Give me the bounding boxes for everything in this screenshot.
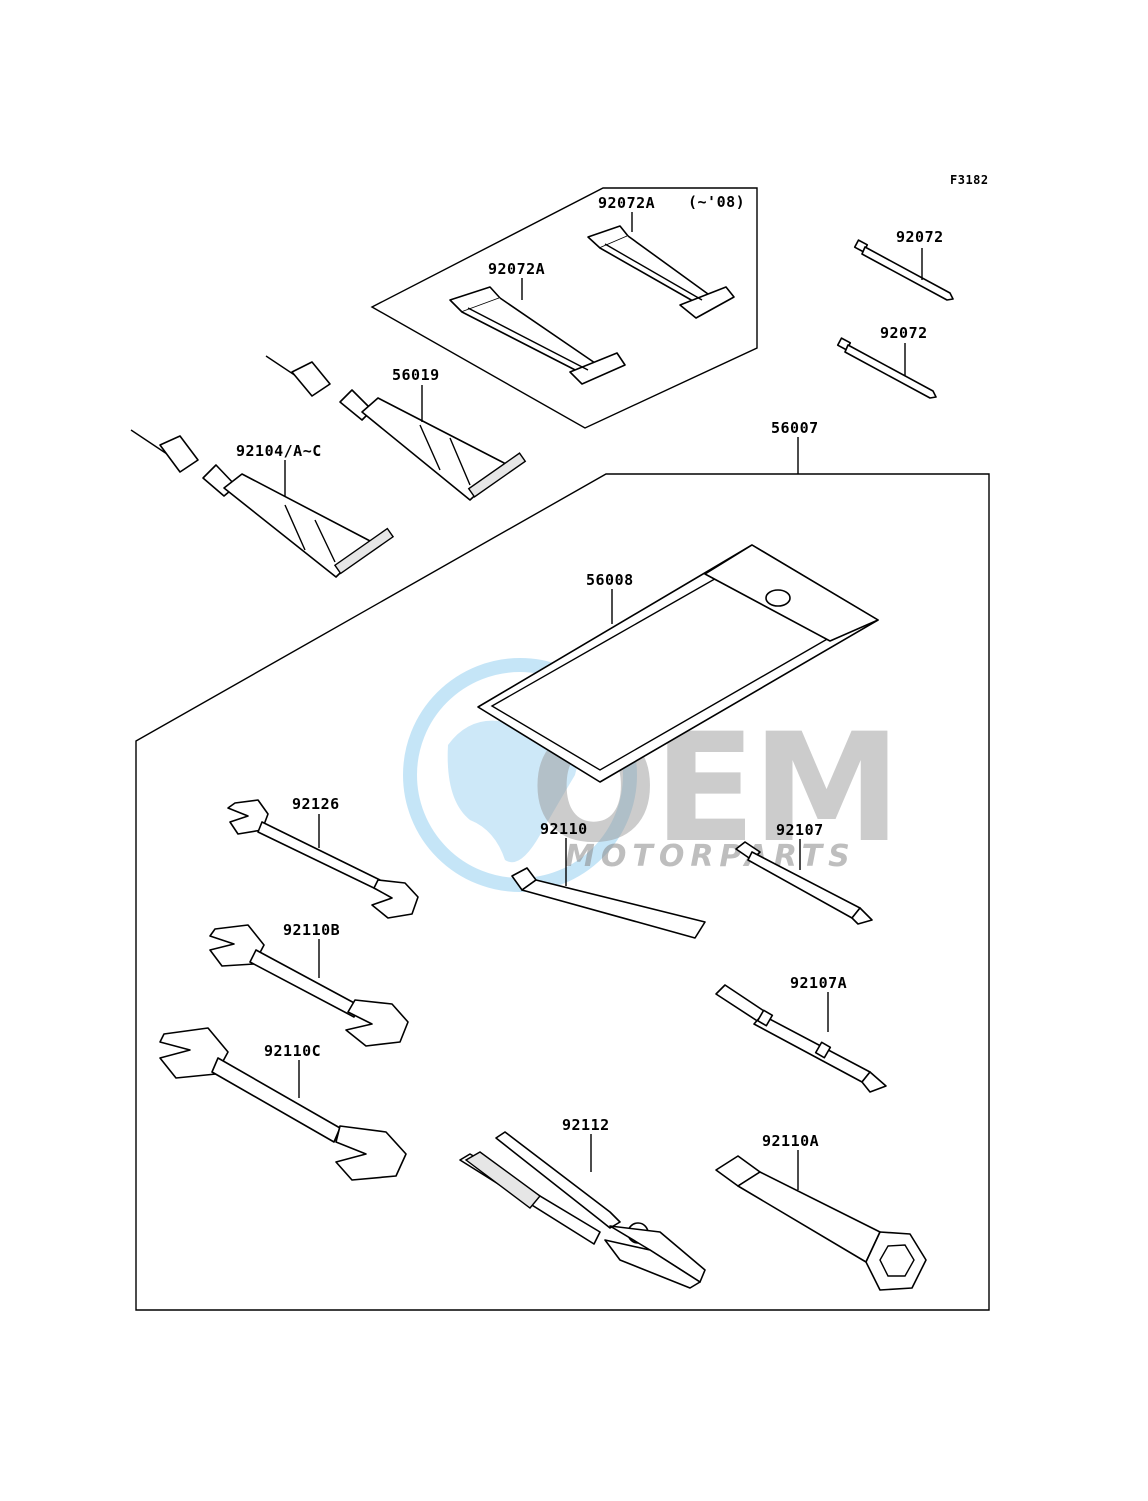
label-toolkit: 56007 — [771, 419, 819, 437]
screwdriver-92107a — [715, 984, 887, 1093]
wrench-92126 — [227, 799, 419, 919]
label-tool-case: 56008 — [586, 571, 634, 589]
label-strap-upper-note: (~'08) — [688, 193, 745, 211]
figure-code: F3182 — [950, 173, 989, 187]
label-tube-56019: 56019 — [392, 366, 440, 384]
hex-key — [511, 867, 706, 939]
watermark-sub: MOTORPARTS — [565, 839, 856, 874]
wrench-92110c — [159, 1027, 407, 1181]
toolkit-box — [135, 473, 990, 1311]
screwdriver-92107 — [735, 841, 873, 925]
label-hex-key: 92110 — [540, 820, 588, 838]
wrench-92110b — [209, 924, 409, 1047]
label-wrench-92110b: 92110B — [283, 921, 340, 939]
label-strap-upper: 92072A — [598, 194, 655, 212]
cable-band-upper — [853, 239, 954, 301]
label-screwdriver-92107a: 92107A — [790, 974, 847, 992]
rubber-strap-upper — [587, 225, 735, 319]
tool-case — [477, 544, 879, 783]
strap-group-box — [370, 187, 758, 429]
pliers — [459, 1131, 706, 1289]
label-wrench-92110c: 92110C — [264, 1042, 321, 1060]
socket-wrench — [715, 1155, 927, 1291]
grease-tube-56019 — [265, 355, 527, 501]
label-socket-wrench: 92110A — [762, 1132, 819, 1150]
grease-tube-92104 — [130, 429, 395, 578]
label-pliers: 92112 — [562, 1116, 610, 1134]
label-band-lower: 92072 — [880, 324, 928, 342]
label-wrench-92126: 92126 — [292, 795, 340, 813]
label-band-upper: 92072 — [896, 228, 944, 246]
label-screwdriver-92107: 92107 — [776, 821, 824, 839]
rubber-strap-lower — [449, 286, 626, 385]
cable-band-lower — [836, 337, 937, 399]
label-tube-92104: 92104/A~C — [236, 442, 322, 460]
label-strap-lower: 92072A — [488, 260, 545, 278]
